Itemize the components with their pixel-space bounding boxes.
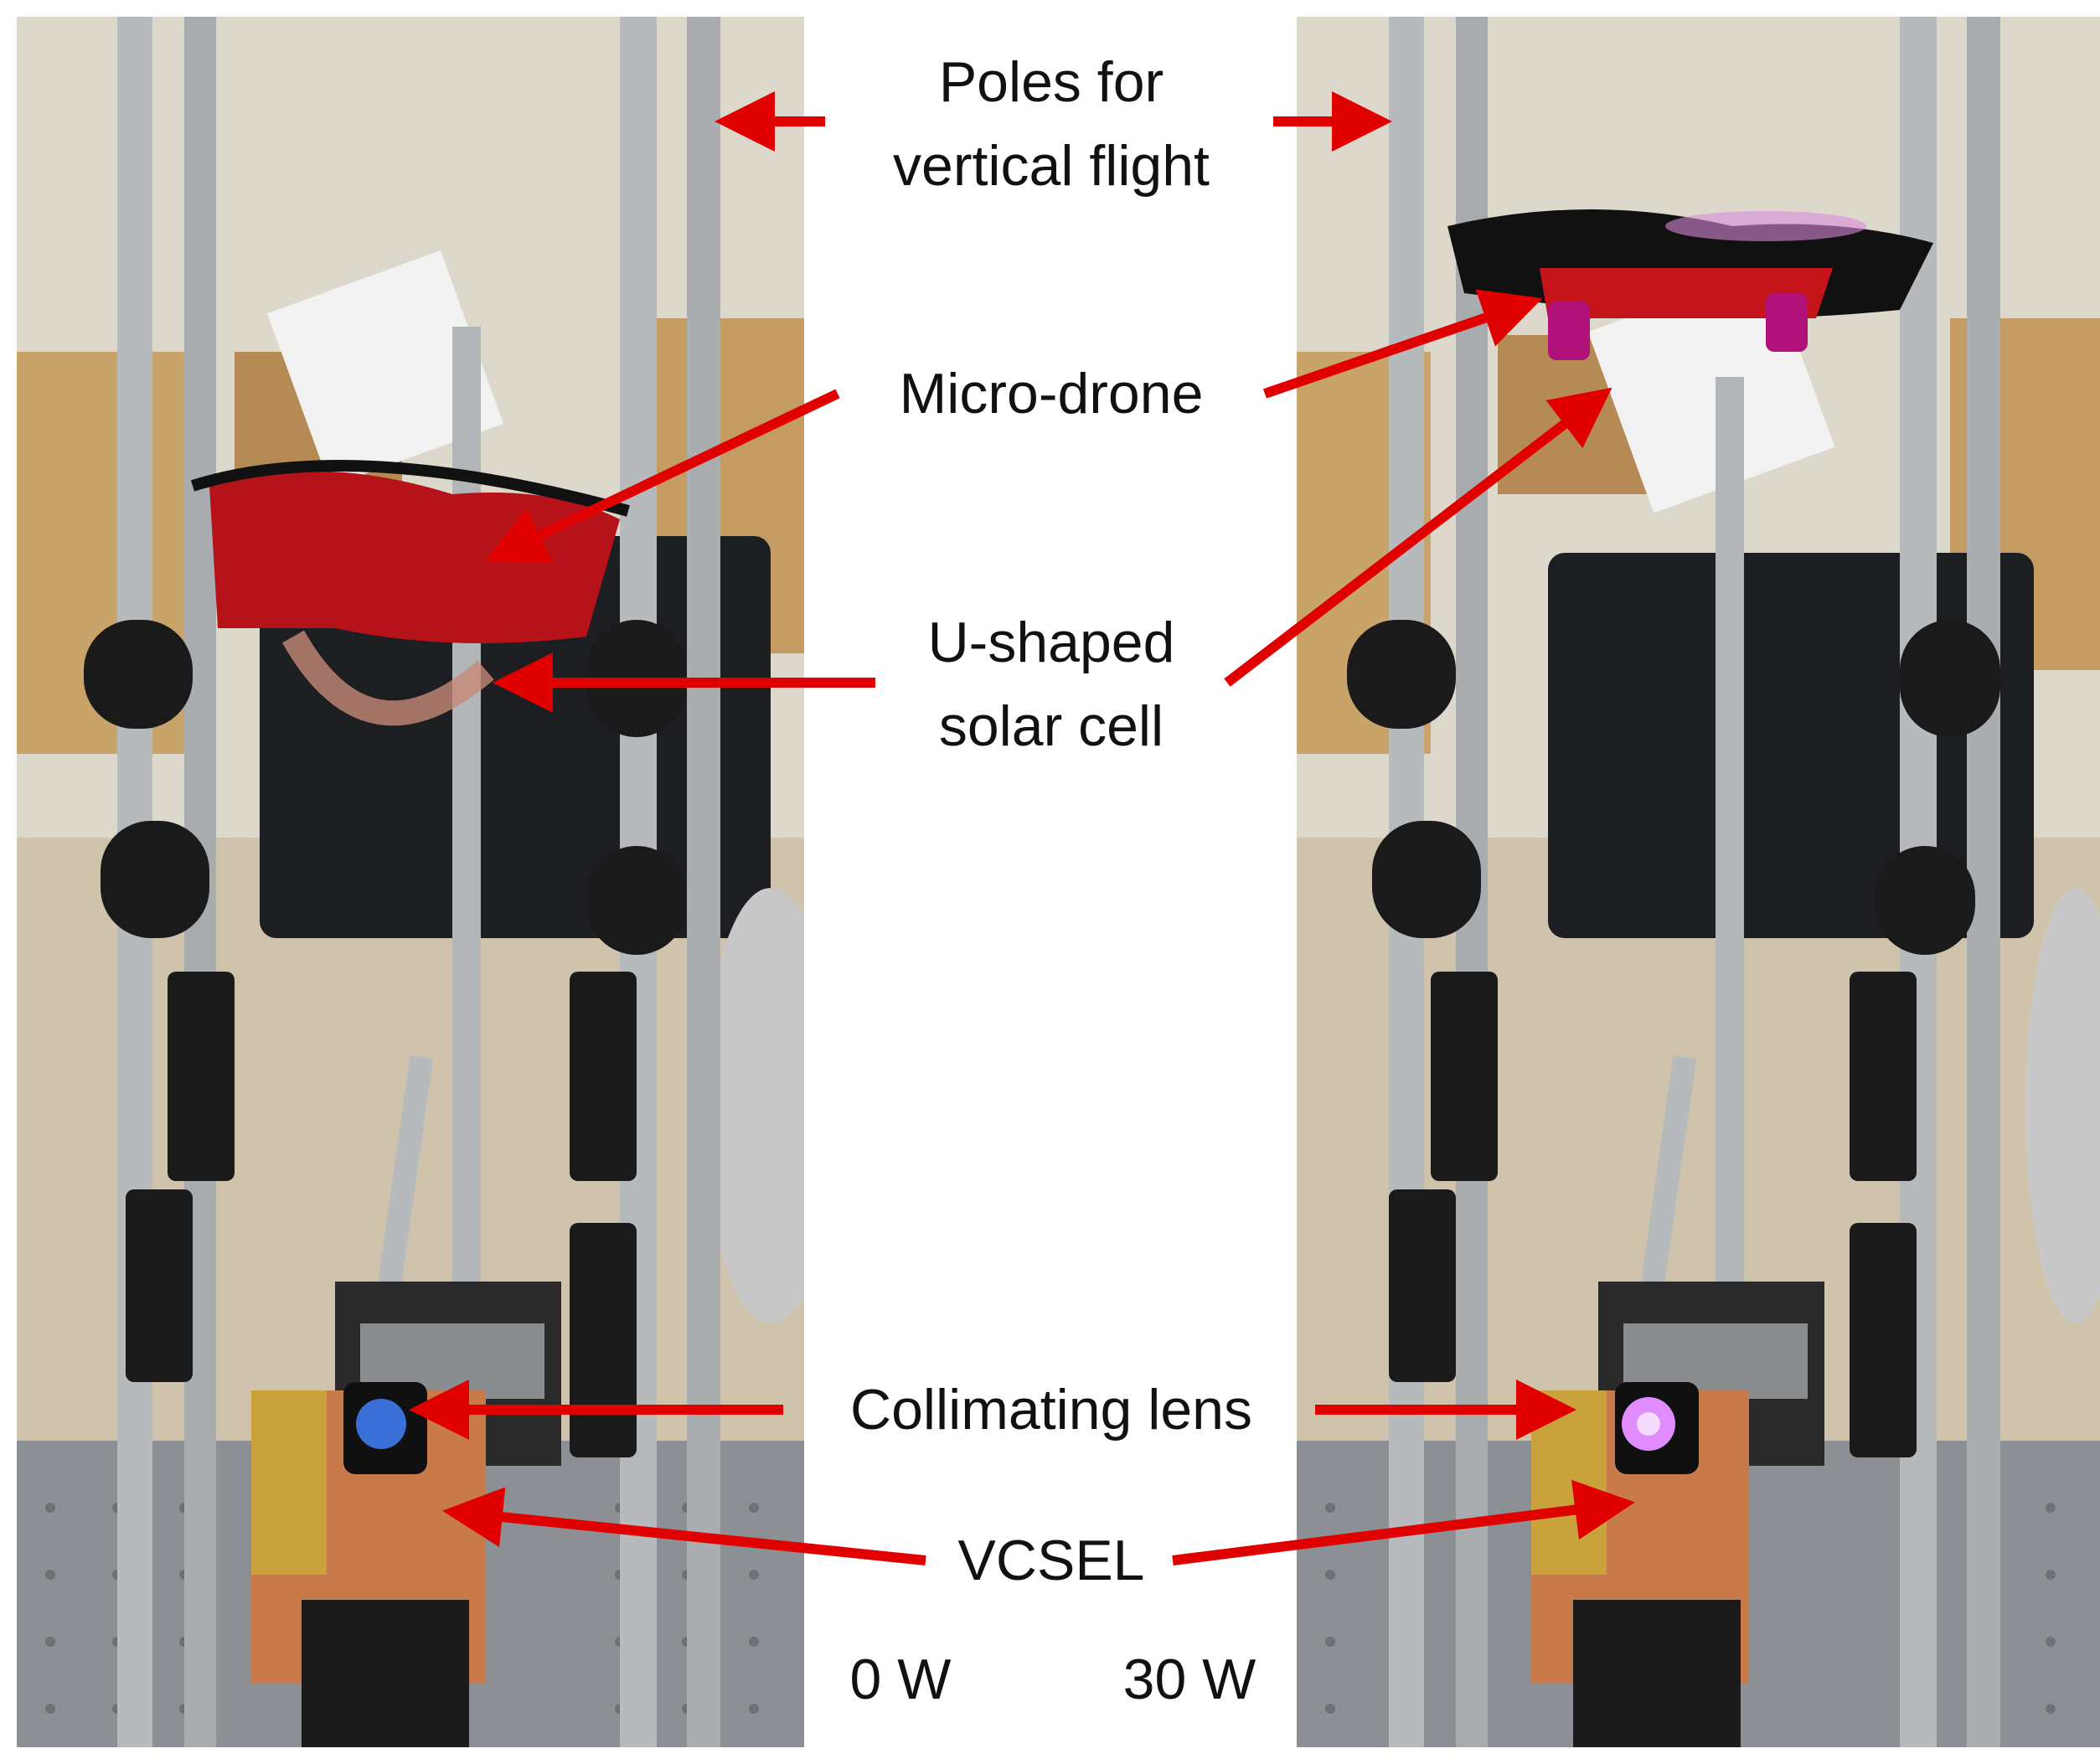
photo-right-scene — [1297, 17, 2100, 1747]
label-poles-line1: Poles for — [938, 50, 1164, 114]
label-poles-line2: vertical flight — [893, 134, 1210, 198]
photo-left-0w — [17, 17, 804, 1747]
label-micro-drone: Micro-drone — [899, 362, 1204, 426]
label-vcsel: VCSEL — [957, 1529, 1145, 1592]
label-solar-cell-line1: U-shaped — [927, 611, 1175, 674]
photo-right-30w — [1297, 17, 2100, 1747]
label-collimating-lens: Collimating lens — [850, 1378, 1252, 1442]
label-power-left: 0 W — [849, 1648, 952, 1711]
label-power-right: 30 W — [1122, 1648, 1256, 1711]
photo-left-scene — [17, 17, 804, 1747]
label-solar-cell-line2: solar cell — [938, 694, 1164, 758]
